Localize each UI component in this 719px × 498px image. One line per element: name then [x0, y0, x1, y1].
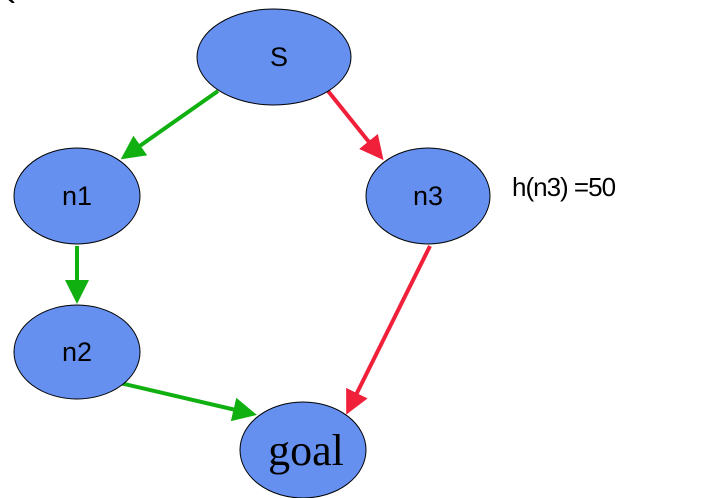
node-n2-label: n2 — [62, 337, 92, 367]
stray-mark: ` — [6, 0, 16, 27]
node-s-label: S — [270, 42, 288, 72]
node-s: S — [196, 8, 352, 106]
node-n2: n2 — [13, 304, 141, 400]
node-n1: n1 — [13, 147, 141, 245]
node-n3-label: n3 — [413, 181, 443, 211]
node-goal-label: goal — [268, 426, 344, 475]
heuristic-annotation: h(n3) =50 — [512, 172, 616, 202]
edge-n3-goal — [346, 245, 432, 415]
node-n3: n3 — [365, 147, 491, 245]
edge-s-n3 — [326, 89, 384, 161]
edge-n2-goal — [119, 381, 257, 422]
node-goal: goal — [239, 401, 367, 498]
edge-s-n1 — [120, 89, 220, 160]
node-n1-label: n1 — [62, 181, 92, 211]
